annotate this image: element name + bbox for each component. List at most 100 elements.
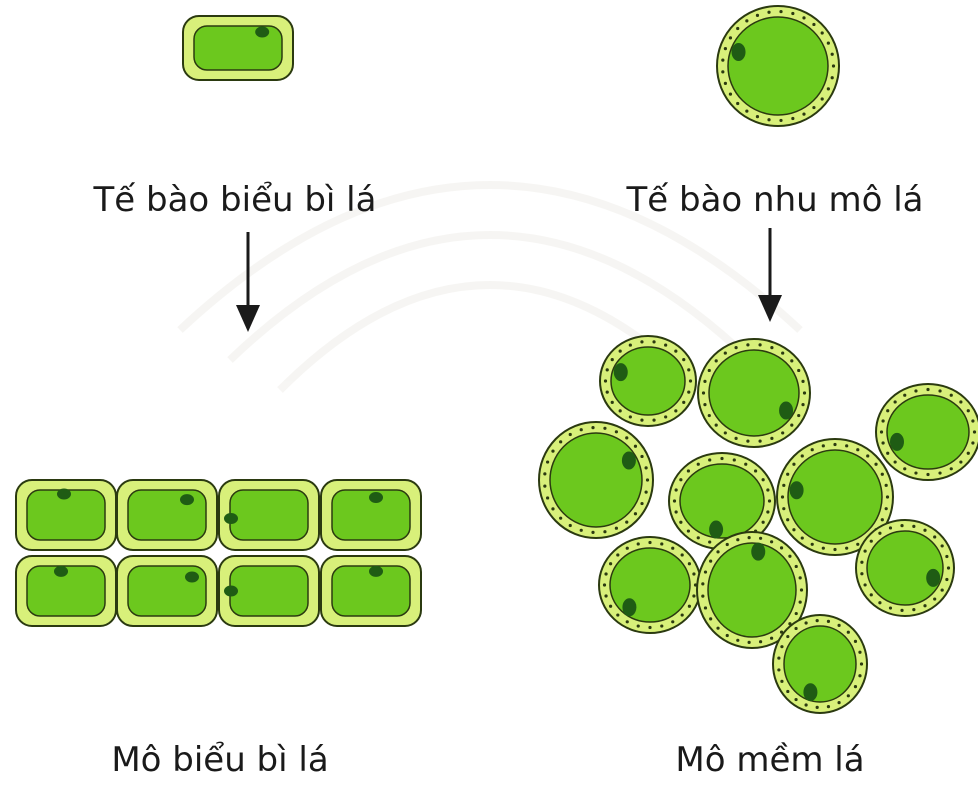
wall-dot [755,115,760,119]
wall-dot [923,604,927,608]
wall-dot [614,526,618,530]
parenchyma-cell [716,5,840,127]
parenchyma-cell-single [716,5,840,127]
parenchyma-cell [668,452,776,550]
wall-dot [723,351,727,355]
wall-dot [779,630,784,634]
wall-dot [723,431,727,435]
cytoplasm [609,547,691,623]
wall-dot [812,22,816,27]
wall-dot [640,501,644,506]
wall-dot [790,359,794,363]
cytoplasm [727,16,829,116]
wall-dot [674,409,678,413]
wall-dot [644,466,648,470]
wall-dot [946,566,951,570]
wall-dot [820,97,824,101]
wall-dot [687,562,692,566]
wall-dot [923,528,927,532]
wall-dot [821,546,825,550]
wall-dot [860,572,864,576]
wall-dot [734,346,738,350]
cytoplasm [783,625,857,703]
wall-dot [845,546,849,550]
nucleus [224,585,238,597]
wall-dot [559,516,563,520]
wall-dot [971,419,975,423]
cytoplasm [331,489,411,541]
wall-dot [826,619,831,624]
wall-dot [767,499,772,503]
wall-dot [903,467,907,471]
wall-dot [966,451,970,455]
cytoplasm [679,463,765,539]
wall-dot [945,554,949,559]
wall-dot [652,340,656,344]
wall-dot [687,368,691,372]
wall-dot [734,436,738,440]
nucleus [622,598,637,617]
wall-dot [640,454,644,459]
wall-dot [800,536,804,540]
wall-dot [758,343,762,347]
wall-dot [703,403,707,407]
wall-dot [671,620,675,624]
nucleus [779,401,794,420]
wall-dot [679,520,683,524]
nucleus [185,571,199,583]
wall-dot [869,593,873,597]
wall-dot [664,415,668,419]
label-parenchyma-tissue: Mô mềm lá [675,740,865,780]
epidermis-cell [218,479,320,551]
wall-dot [682,400,686,404]
wall-dot [745,19,749,23]
epidermis-cell [116,555,218,627]
wall-dot [579,428,583,432]
wall-dot [886,451,890,455]
wall-dot [640,418,644,422]
nucleus [54,565,68,577]
wall-dot [604,572,608,576]
wall-dot [543,484,547,488]
wall-dot [888,606,893,610]
parenchyma-cell [697,338,811,448]
wall-dot [707,368,711,373]
wall-dot [780,645,784,649]
epidermis-cell [182,15,294,81]
wall-dot [845,444,849,448]
wall-dot [853,685,858,689]
wall-dot [893,460,897,464]
wall-dot [779,546,784,550]
wall-dot [858,674,862,678]
wall-dot [633,512,638,516]
wall-dot [799,588,804,592]
wall-dot [680,613,684,617]
parenchyma-cell [538,421,654,539]
wall-dot [821,444,825,448]
wall-dot [591,425,595,430]
wall-dot [940,588,944,592]
wall-dot [831,64,836,68]
wall-dot [674,488,678,492]
label-parenchyma-cell: Tế bào nhu mô lá [626,180,924,220]
wall-dot [644,490,648,494]
wall-dot [779,9,783,14]
wall-dot [802,112,806,116]
wall-dot [797,413,801,418]
wall-dot [701,582,705,586]
wall-dot [736,101,740,106]
wall-dot [815,705,819,709]
nucleus [789,481,804,500]
wall-dot [815,619,819,623]
wall-dot [610,358,614,362]
wall-dot [810,542,814,546]
wall-dot [568,523,572,528]
wall-dot [794,697,798,702]
wall-dot [884,483,888,487]
wall-dot [767,10,771,14]
wall-dot [610,400,614,404]
wall-dot [736,26,740,31]
wall-dot [543,472,547,476]
wall-dot [971,441,975,445]
parenchyma-cell [875,383,978,481]
